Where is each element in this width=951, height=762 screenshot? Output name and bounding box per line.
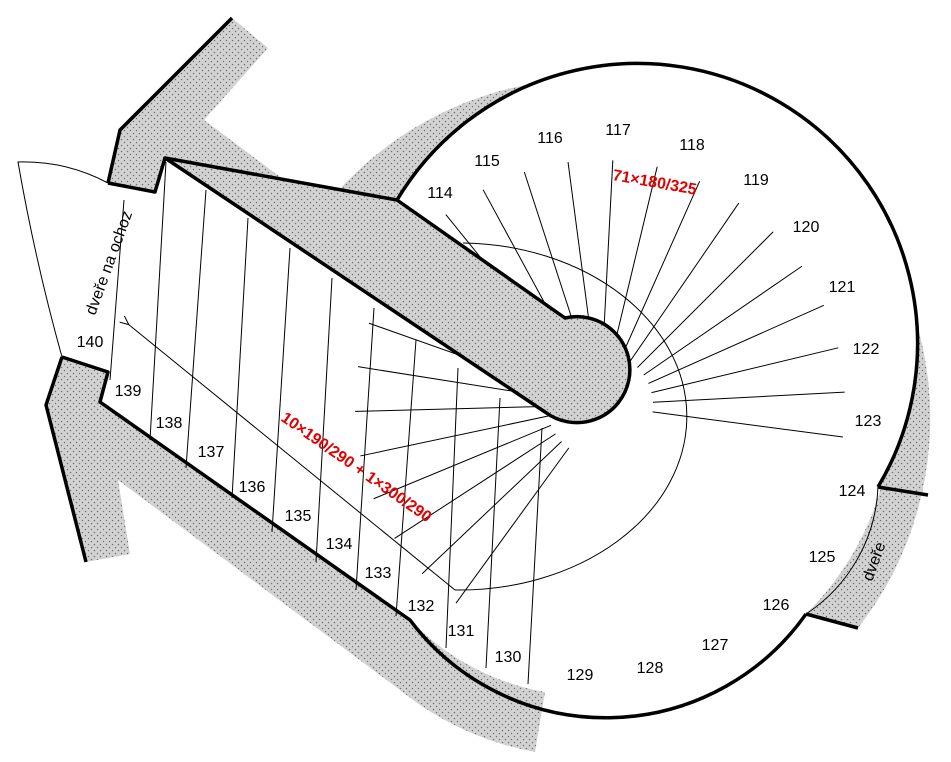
door-top-swing (17, 161, 109, 358)
spiral-step-line (394, 433, 556, 539)
spiral-step-line (637, 231, 774, 368)
step-label-132: 132 (408, 598, 435, 615)
step-label-139: 139 (115, 383, 142, 400)
straight-floor (62, 158, 600, 684)
step-label-128: 128 (637, 660, 664, 677)
spiral-step-line (643, 265, 803, 376)
left-outline (44, 356, 88, 563)
outlines (44, 16, 929, 720)
straight-step-line (485, 397, 501, 669)
step-label-121: 121 (829, 279, 856, 296)
top-left-outline (106, 16, 234, 194)
straight-step-line (185, 189, 207, 469)
lower-wall-line (805, 612, 859, 630)
step-label-127: 127 (702, 637, 729, 654)
straight-step-line (149, 161, 167, 441)
step-label-130: 130 (495, 649, 522, 666)
step-label-124: 124 (839, 483, 866, 500)
spiral-outer-wall (323, 78, 931, 628)
step-label-119: 119 (743, 172, 769, 189)
step-label-122: 122 (853, 341, 880, 358)
straight-step-line (231, 217, 249, 499)
step-label-117: 117 (605, 122, 631, 139)
spiral-floor (397, 63, 918, 700)
spiral-step-line (652, 411, 843, 438)
step-label-131: 131 (448, 623, 475, 640)
straight-step-line (395, 339, 417, 617)
central-core (163, 156, 632, 425)
step-label-120: 120 (793, 219, 820, 236)
doors (17, 161, 879, 615)
step-label-115: 115 (474, 153, 500, 170)
spiral-step-line (621, 180, 701, 357)
spiral-outer-edge (395, 61, 920, 488)
walking-line-straight (128, 324, 456, 591)
step-labels: 114 115 116 117 118 119 120 121 122 123 124 125 126 1… (77, 122, 882, 684)
spiral-step-line (629, 202, 740, 362)
straight-step-line (109, 199, 125, 381)
step-label-138: 138 (156, 415, 183, 432)
right-wall-line (877, 485, 929, 497)
spiral-step-line (652, 391, 845, 403)
straight-step-line (355, 307, 375, 591)
straight-step-line (527, 427, 543, 685)
step-label-126: 126 (763, 597, 790, 614)
step-label-136: 136 (239, 479, 266, 496)
spiral-step-line (421, 441, 562, 575)
upper-left-wall (108, 18, 323, 209)
step-label-123: 123 (855, 413, 882, 430)
lower-left-wall (46, 357, 545, 752)
spiral-step-line (360, 415, 549, 457)
spiral-step-line (355, 405, 548, 412)
spiral-step-line (648, 304, 825, 384)
spiral-step-line (455, 447, 570, 604)
spiral-step-line (611, 166, 658, 354)
step-label-118: 118 (679, 137, 705, 154)
step-label-116: 116 (537, 130, 563, 147)
spiral-step-line (373, 424, 552, 500)
step-label-114: 114 (427, 185, 453, 202)
door-right-swing (805, 486, 879, 615)
walking-line (128, 242, 688, 591)
step-label-135: 135 (285, 508, 312, 525)
step-label-134: 134 (326, 536, 353, 553)
straight-step-line (315, 277, 333, 563)
step-label-129: 129 (567, 667, 594, 684)
walls (46, 18, 931, 752)
straight-step-line (445, 367, 459, 649)
stair-floor (62, 63, 918, 700)
step-label-133: 133 (365, 565, 392, 582)
step-label-125: 125 (809, 549, 836, 566)
step-label-140: 140 (77, 334, 104, 351)
step-label-137: 137 (198, 444, 225, 461)
spiral-step-line (602, 160, 614, 353)
lower-outer-edge (61, 355, 808, 720)
walking-line-arc (454, 242, 688, 591)
straight-step-line (271, 247, 291, 533)
